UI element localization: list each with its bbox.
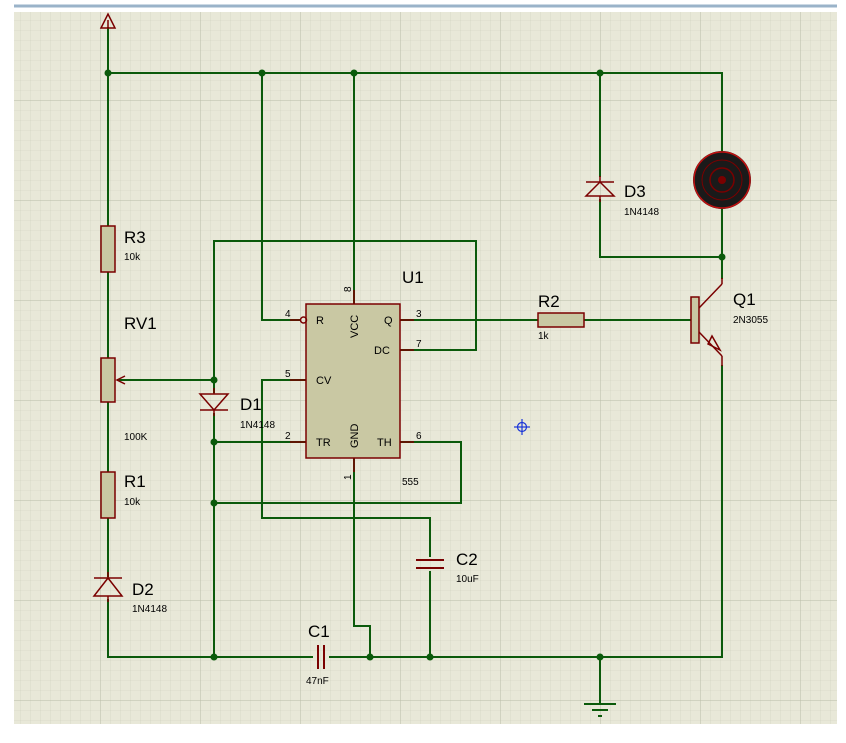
c2-ref: C2 <box>456 550 478 569</box>
capacitor-c1[interactable]: C1 47nF <box>306 622 330 687</box>
sheet <box>14 4 837 738</box>
u1-pin-1: 1 <box>343 474 354 480</box>
u1-ref: U1 <box>402 268 424 287</box>
wire <box>107 72 723 153</box>
u1-pin-8: 8 <box>343 286 354 292</box>
d2-ref: D2 <box>132 580 154 599</box>
wire <box>213 240 477 351</box>
u1-label-r: R <box>316 315 324 327</box>
diode-d1[interactable]: D1 1N4148 <box>198 388 275 431</box>
r1-value: 10k <box>124 497 141 508</box>
u1-label-tr: TR <box>316 437 331 449</box>
junction-dot <box>366 653 374 661</box>
q1-value: 2N3055 <box>733 315 768 326</box>
junction-dot <box>210 438 218 446</box>
junction-dot <box>210 499 218 507</box>
r3-value: 10k <box>124 252 141 263</box>
wire <box>599 199 723 258</box>
resistor-r1[interactable]: R1 10k <box>100 471 146 519</box>
wire <box>261 379 431 557</box>
junction-dot <box>210 653 218 661</box>
junction-dot <box>426 653 434 661</box>
u1-label-vcc: VCC <box>349 315 361 338</box>
u1-value: 555 <box>402 477 419 488</box>
u1-label-cv: CV <box>316 375 332 387</box>
d2-value: 1N4148 <box>132 604 167 615</box>
junction-dot <box>104 69 112 77</box>
d3-ref: D3 <box>624 182 646 201</box>
u1-label-gnd: GND <box>349 424 361 449</box>
junction-dot <box>596 69 604 77</box>
u1-label-q: Q <box>384 315 393 327</box>
ic-u1[interactable]: U1 555 8 4 3 7 5 2 6 1 VCC R Q DC CV TR … <box>285 268 424 488</box>
resistor-r3[interactable]: R3 10k <box>100 225 146 273</box>
r1-ref: R1 <box>124 472 146 491</box>
r2-ref: R2 <box>538 292 560 311</box>
wire <box>213 441 462 504</box>
c1-ref: C1 <box>308 622 330 641</box>
u1-pin-5: 5 <box>285 369 291 380</box>
junctions <box>104 69 726 661</box>
q1-ref: Q1 <box>733 290 756 309</box>
diode-d2[interactable]: D2 1N4148 <box>92 572 167 615</box>
junction-dot <box>350 69 358 77</box>
resistor-r2[interactable]: R2 1k <box>537 292 585 342</box>
d1-ref: D1 <box>240 395 262 414</box>
power-terminal-icon[interactable] <box>99 12 117 29</box>
rv1-ref: RV1 <box>124 314 157 333</box>
u1-pin-6: 6 <box>416 431 422 442</box>
junction-dot <box>596 653 604 661</box>
u1-pin-3: 3 <box>416 309 422 320</box>
junction-dot <box>718 253 726 261</box>
junction-dot <box>210 376 218 384</box>
capacitor-c2[interactable]: C2 10uF <box>416 550 479 585</box>
u1-pin-4: 4 <box>285 309 291 320</box>
r2-value: 1k <box>538 331 550 342</box>
potentiometer-rv1[interactable]: RV1 100K <box>100 314 157 443</box>
c1-value: 47nF <box>306 676 329 687</box>
u1-label-th: TH <box>377 437 392 449</box>
u1-pin-7: 7 <box>416 339 422 350</box>
wire <box>261 72 301 321</box>
wire <box>329 365 723 658</box>
u1-pin-2: 2 <box>285 431 291 442</box>
d3-value: 1N4148 <box>624 207 659 218</box>
junction-dot <box>258 69 266 77</box>
u1-label-dc: DC <box>374 345 390 357</box>
transistor-q1[interactable]: Q1 2N3055 <box>690 278 768 366</box>
wire <box>353 457 371 658</box>
rv1-value: 100K <box>124 432 148 443</box>
wire <box>107 599 313 658</box>
crosshair-probe-icon[interactable] <box>514 419 530 435</box>
motor-icon[interactable] <box>693 151 751 209</box>
ground-icon[interactable] <box>584 703 616 717</box>
c2-value: 10uF <box>456 574 479 585</box>
diode-d3[interactable]: D3 1N4148 <box>584 176 659 218</box>
d1-value: 1N4148 <box>240 420 275 431</box>
r3-ref: R3 <box>124 228 146 247</box>
